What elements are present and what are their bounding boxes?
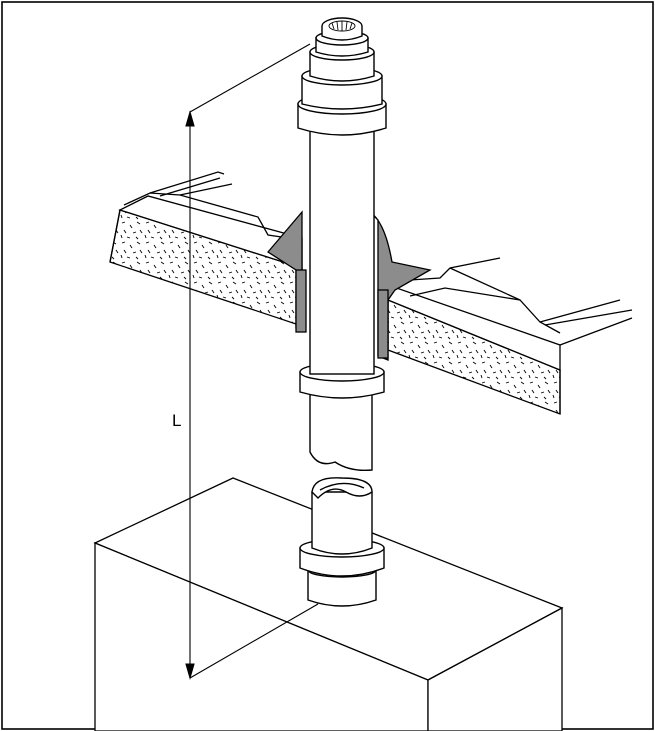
dimension-line xyxy=(185,43,319,681)
dimension-label-l: L xyxy=(172,411,181,430)
roof-flashing xyxy=(267,210,432,361)
terminal-grille xyxy=(328,20,356,32)
flue-pipe xyxy=(297,17,387,607)
roof-right xyxy=(387,257,633,415)
